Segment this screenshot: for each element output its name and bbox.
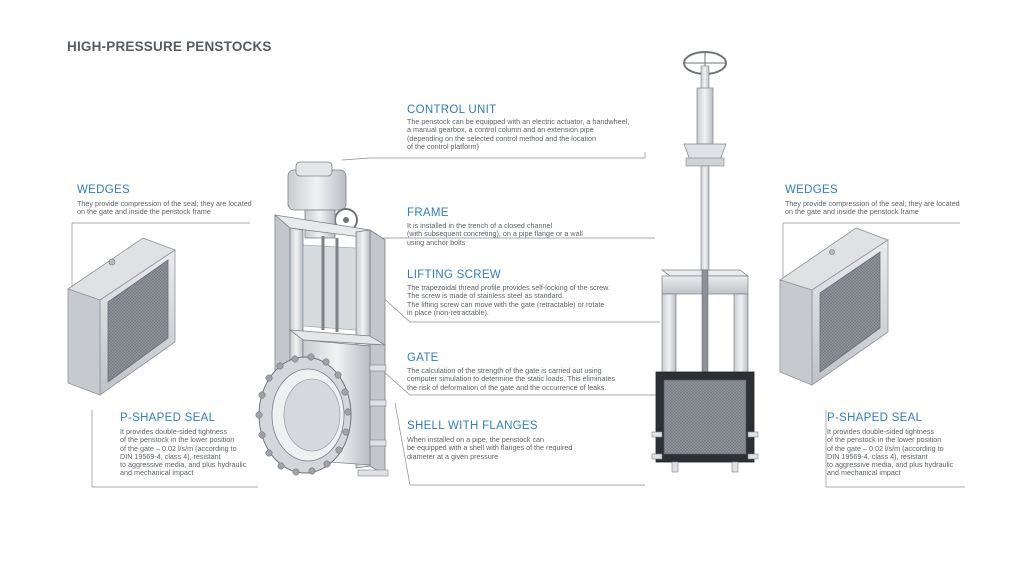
lifting-screw-heading: LIFTING SCREW: [407, 269, 501, 281]
frame-text: It is installed in the trench of a close…: [407, 221, 583, 247]
seal-left-heading: P-SHAPED SEAL: [120, 412, 216, 424]
page-title: HIGH-PRESSURE PENSTOCKS: [67, 39, 272, 54]
seal-left-text: It provides double-sided tightness of th…: [120, 427, 247, 478]
left-wedge-panel: [67, 237, 176, 396]
leader-lines: [71, 152, 965, 488]
lifting-screw-text: The trapezoidal thread profile provides …: [407, 283, 610, 317]
gate-heading: GATE: [407, 352, 439, 364]
main-penstock: [255, 161, 389, 477]
wedges-right-text: They provide compression of the seal; th…: [785, 199, 960, 217]
shell-text: When installed on a pipe, the penstock c…: [407, 435, 573, 461]
gate-text: The calculation of the strength of the g…: [407, 366, 616, 392]
shell-heading: SHELL WITH FLANGES: [407, 420, 538, 432]
control-unit-heading: CONTROL UNIT: [407, 104, 497, 116]
control-unit-text: The penstock can be equipped with an ele…: [407, 117, 630, 151]
seal-right-text: It provides double-sided tightness of th…: [827, 427, 954, 478]
wedges-left-text: They provide compression of the seal; th…: [77, 199, 252, 217]
wedges-left-heading: WEDGES: [77, 184, 130, 196]
seal-right-heading: P-SHAPED SEAL: [827, 412, 923, 424]
right-wedge-panel: [779, 227, 889, 386]
wedges-right-heading: WEDGES: [785, 184, 838, 196]
frame-heading: FRAME: [407, 207, 449, 219]
column-penstock: [651, 51, 759, 473]
